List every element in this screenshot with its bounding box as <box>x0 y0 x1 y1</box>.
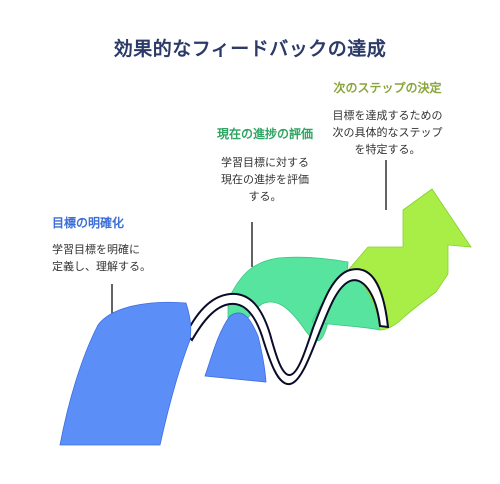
step-3-block: 次のステップの決定 目標を達成するための 次の具体的なステップ を特定する。 <box>295 80 480 158</box>
step-3-line-1: 目標を達成するための <box>332 109 443 122</box>
progress-band-1-tail <box>204 312 267 383</box>
step-2-heading: 現在の進捗の評価 <box>216 127 313 141</box>
step-2-line-3: する。 <box>248 190 282 203</box>
step-3-heading: 次のステップの決定 <box>333 81 442 95</box>
step-1-line-1: 学習目標を明確に <box>52 243 140 256</box>
step-1-block: 目標の明確化 学習目標を明確に 定義し、理解する。 <box>52 215 151 275</box>
step-2-description: 学習目標に対する 現在の進捗を評価 する。 <box>190 154 340 205</box>
step-2-line-1: 学習目標に対する <box>221 156 309 169</box>
diagram-title: 効果的なフィードバックの達成 <box>113 38 387 60</box>
step-3-line-2: 次の具体的なステップ <box>332 126 443 139</box>
step-3-description: 目標を達成するための 次の具体的なステップ を特定する。 <box>295 107 480 158</box>
step-2-line-2: 現在の進捗を評価 <box>221 173 309 186</box>
step-1-description: 学習目標を明確に 定義し、理解する。 <box>52 241 151 275</box>
step-2-block: 現在の進捗の評価 学習目標に対する 現在の進捗を評価 する。 <box>190 126 340 205</box>
ribbon-separator <box>184 268 390 386</box>
step-1-line-2: 定義し、理解する。 <box>52 260 151 273</box>
step-1-heading: 目標の明確化 <box>52 216 125 230</box>
step-3-line-3: を特定する。 <box>354 143 421 156</box>
progress-band-1 <box>59 301 192 446</box>
